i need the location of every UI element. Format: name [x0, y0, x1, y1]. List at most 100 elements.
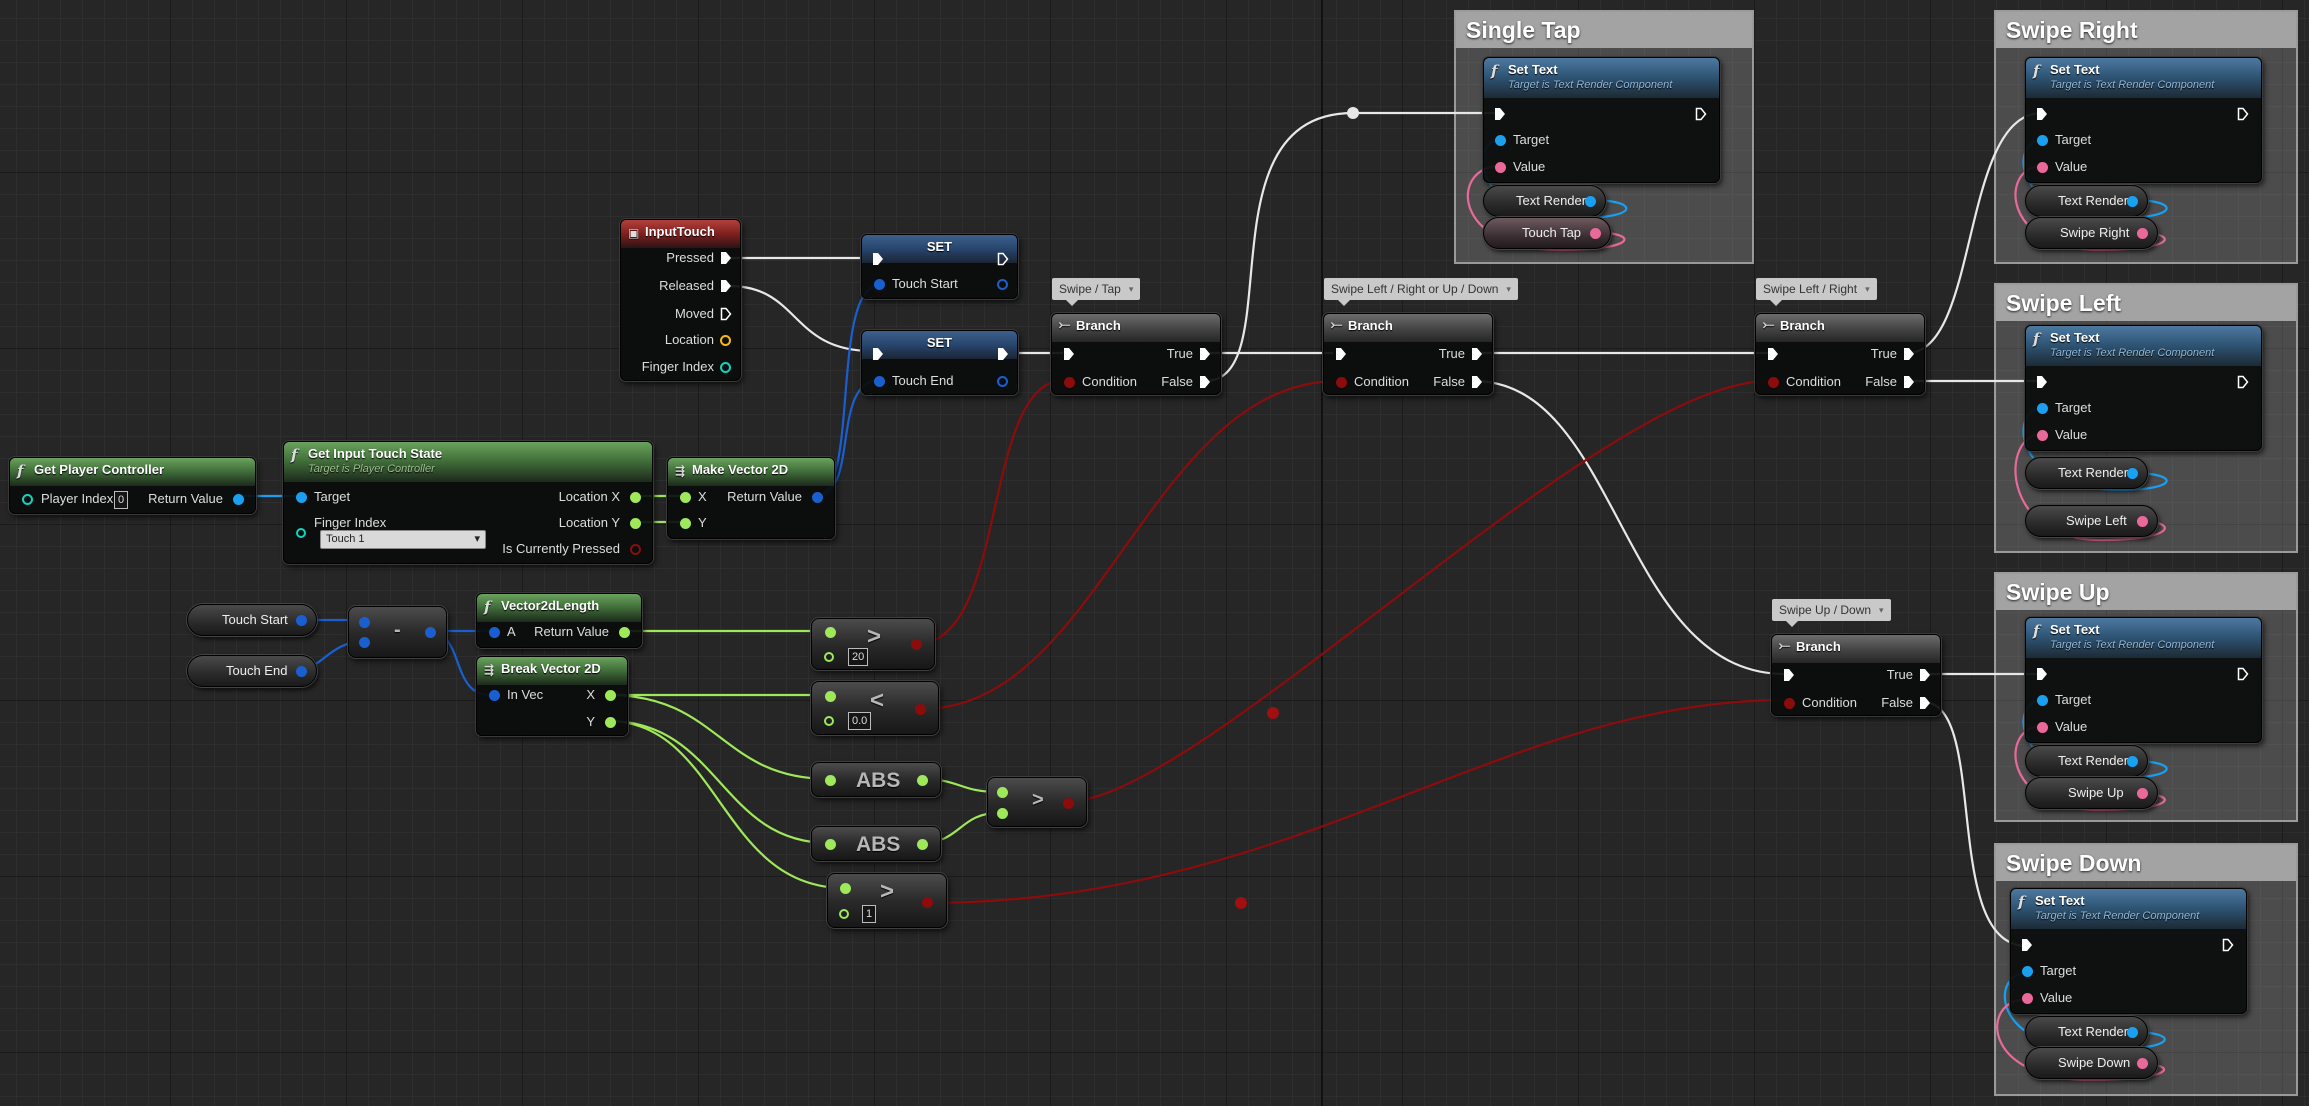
- get-text-render-var[interactable]: Text Render: [2025, 185, 2148, 217]
- pin-b[interactable]: [824, 716, 834, 726]
- pin-b[interactable]: [997, 808, 1008, 819]
- pin-finger-index[interactable]: [720, 362, 731, 373]
- compare-value-input[interactable]: 0.0: [848, 712, 872, 730]
- set-touch-start-node[interactable]: SET Touch Start: [861, 234, 1018, 299]
- get-swipe-right-var[interactable]: Swipe Right: [2025, 217, 2158, 249]
- exec-in[interactable]: [2021, 938, 2033, 952]
- pin-is-pressed[interactable]: [630, 544, 641, 555]
- pin-in[interactable]: [825, 839, 836, 850]
- pin-return-value[interactable]: [233, 494, 244, 505]
- pin-y[interactable]: [605, 717, 616, 728]
- get-text-render-var[interactable]: Text Render: [2025, 1016, 2148, 1048]
- get-swipe-down-var[interactable]: Swipe Down: [2025, 1047, 2158, 1079]
- get-text-render-var[interactable]: Text Render: [2025, 745, 2148, 777]
- branch-node-swipe-tap[interactable]: ⤚Branch True Condition False: [1051, 313, 1221, 395]
- pin-text-render-out[interactable]: [2127, 756, 2138, 767]
- pin-target[interactable]: [2037, 135, 2048, 146]
- get-touch-end-var[interactable]: Touch End: [187, 655, 317, 687]
- player-index-input[interactable]: 0: [114, 491, 129, 509]
- get-touch-tap-var[interactable]: Touch Tap: [1483, 217, 1611, 249]
- input-touch-event-node[interactable]: ▣ InputTouch Pressed Released Moved Loca…: [620, 219, 741, 381]
- pin-target[interactable]: [296, 492, 307, 503]
- exec-out-released[interactable]: [720, 279, 732, 293]
- abs-node-y[interactable]: ABS: [811, 826, 941, 861]
- branch-node-lr[interactable]: ⤚Branch True Condition False: [1755, 313, 1925, 395]
- pin-out[interactable]: [917, 775, 928, 786]
- pin-text-out[interactable]: [2137, 1058, 2148, 1069]
- pin-target[interactable]: [2037, 403, 2048, 414]
- pin-result[interactable]: [425, 627, 436, 638]
- get-swipe-left-var[interactable]: Swipe Left: [2025, 505, 2158, 537]
- pin-a[interactable]: [825, 691, 836, 702]
- pin-x[interactable]: [680, 492, 691, 503]
- pin-text-render-out[interactable]: [2127, 196, 2138, 207]
- exec-out-false[interactable]: [1903, 375, 1915, 389]
- pin-target[interactable]: [2022, 966, 2033, 977]
- bubble-collapse-icon[interactable]: ▾: [1128, 284, 1134, 294]
- greater-than-node-1[interactable]: 1 >: [827, 873, 947, 928]
- pin-target[interactable]: [1495, 135, 1506, 146]
- exec-out[interactable]: [997, 252, 1009, 266]
- pin-location-y[interactable]: [630, 518, 641, 529]
- pin-condition[interactable]: [1784, 698, 1795, 709]
- pin-condition[interactable]: [1768, 377, 1779, 388]
- bubble-collapse-icon[interactable]: ▾: [1879, 605, 1884, 615]
- exec-in[interactable]: [2036, 107, 2048, 121]
- pin-text-out[interactable]: [2137, 228, 2148, 239]
- branch-node-lr-or-ud[interactable]: ⤚Branch True Condition False: [1323, 313, 1493, 395]
- pin-text-render-out[interactable]: [1585, 196, 1596, 207]
- exec-out-moved[interactable]: [720, 307, 732, 321]
- get-text-render-var[interactable]: Text Render: [2025, 457, 2148, 489]
- exec-out-true[interactable]: [1919, 668, 1931, 682]
- subtract-vector2d-node[interactable]: -: [348, 606, 447, 658]
- break-vector2d-node[interactable]: ⇶Break Vector 2D In Vec X Y: [476, 656, 628, 736]
- branch-node-ud[interactable]: ⤚Branch True Condition False: [1771, 634, 1941, 716]
- exec-out-false[interactable]: [1199, 375, 1211, 389]
- exec-in[interactable]: [1063, 347, 1075, 361]
- pin-a[interactable]: [359, 617, 370, 628]
- pin-result[interactable]: [911, 639, 922, 650]
- exec-in[interactable]: [1335, 347, 1347, 361]
- pin-a[interactable]: [489, 627, 500, 638]
- pin-text-out[interactable]: [2137, 788, 2148, 799]
- exec-out-true[interactable]: [1903, 347, 1915, 361]
- pin-y[interactable]: [680, 518, 691, 529]
- pin-out[interactable]: [917, 839, 928, 850]
- exec-out-true[interactable]: [1471, 347, 1483, 361]
- exec-in[interactable]: [1494, 107, 1506, 121]
- exec-out-false[interactable]: [1919, 696, 1931, 710]
- get-swipe-up-var[interactable]: Swipe Up: [2025, 777, 2158, 809]
- less-than-node-0[interactable]: 0.0 <: [811, 681, 939, 735]
- pin-in-vec[interactable]: [489, 690, 500, 701]
- pin-a[interactable]: [840, 883, 851, 894]
- pin-return-value[interactable]: [619, 627, 630, 638]
- pin-b[interactable]: [359, 637, 370, 648]
- abs-node-x[interactable]: ABS: [811, 762, 941, 797]
- bubble-collapse-icon[interactable]: ▾: [1865, 284, 1870, 294]
- pin-x[interactable]: [605, 690, 616, 701]
- exec-in[interactable]: [872, 347, 884, 361]
- pin-touch-end-in[interactable]: [874, 376, 885, 387]
- exec-out[interactable]: [2237, 667, 2249, 681]
- exec-out[interactable]: [997, 347, 1009, 361]
- compare-value-input[interactable]: 20: [848, 648, 869, 666]
- make-vector2d-node[interactable]: ⇶Make Vector 2D X Return Value Y: [667, 457, 835, 539]
- exec-out-false[interactable]: [1471, 375, 1483, 389]
- exec-out[interactable]: [2237, 375, 2249, 389]
- pin-value[interactable]: [1495, 162, 1506, 173]
- get-touch-start-var[interactable]: Touch Start: [187, 604, 317, 636]
- bubble-collapse-icon[interactable]: ▾: [1506, 284, 1511, 294]
- pin-text-render-out[interactable]: [2127, 1027, 2138, 1038]
- exec-in[interactable]: [2036, 667, 2048, 681]
- exec-in[interactable]: [1783, 668, 1795, 682]
- pin-value[interactable]: [2037, 430, 2048, 441]
- pin-value[interactable]: [2037, 722, 2048, 733]
- pin-text-out[interactable]: [1590, 228, 1601, 239]
